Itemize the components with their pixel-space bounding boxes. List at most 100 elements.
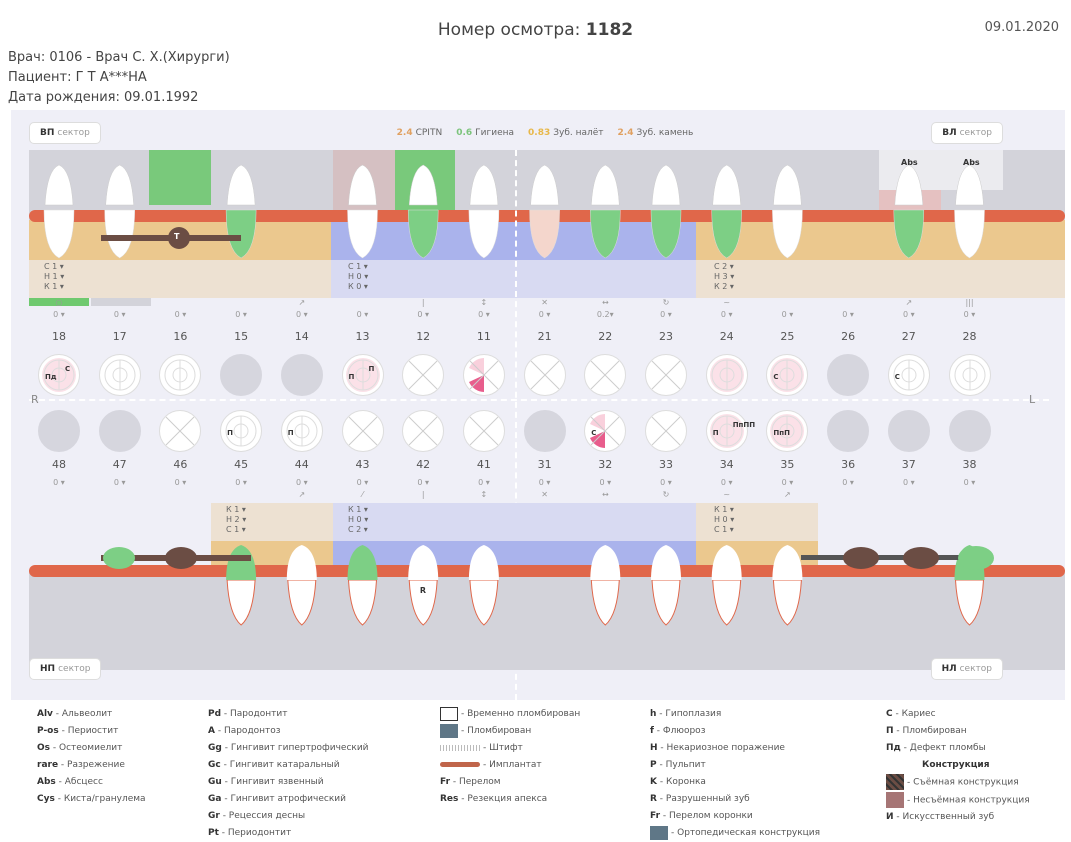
- upper-tooth-number[interactable]: 11: [454, 330, 514, 343]
- upper-tooth-number[interactable]: 24: [697, 330, 757, 343]
- lower-tooth-number[interactable]: 36: [818, 458, 878, 471]
- upper-tooth-number[interactable]: 22: [575, 330, 635, 343]
- lower-depth-value[interactable]: 0 ▾: [515, 478, 575, 487]
- lower-tooth-number[interactable]: 34: [697, 458, 757, 471]
- lower-tooth-number[interactable]: 33: [636, 458, 696, 471]
- lower-depth-value[interactable]: 0 ▾: [272, 478, 332, 487]
- tooth-surface-diagram[interactable]: П: [220, 410, 262, 452]
- lower-depth-value[interactable]: 0 ▾: [333, 478, 393, 487]
- upper-depth-value[interactable]: 0 ▾: [940, 310, 1000, 319]
- upper-tooth-number[interactable]: 26: [818, 330, 878, 343]
- lower-depth-value[interactable]: 0 ▾: [150, 478, 210, 487]
- measure-value[interactable]: С 1 ▾: [714, 525, 734, 535]
- upper-tooth-number[interactable]: 27: [879, 330, 939, 343]
- upper-depth-value[interactable]: 0 ▾: [515, 310, 575, 319]
- lower-depth-value[interactable]: 0 ▾: [697, 478, 757, 487]
- tooth-surface-diagram[interactable]: [524, 354, 566, 396]
- lower-depth-value[interactable]: 0 ▾: [757, 478, 817, 487]
- upper-depth-value[interactable]: 0 ▾: [333, 310, 393, 319]
- tooth-surface-diagram[interactable]: [159, 354, 201, 396]
- measure-value[interactable]: К 1 ▾: [714, 505, 734, 515]
- tooth-surface-diagram[interactable]: [38, 410, 80, 452]
- upper-depth-value[interactable]: 0.2▾: [575, 310, 635, 319]
- upper-tooth-number[interactable]: 16: [150, 330, 210, 343]
- tooth-surface-diagram[interactable]: [827, 410, 869, 452]
- tooth-surface-diagram[interactable]: [524, 410, 566, 452]
- upper-depth-value[interactable]: 0 ▾: [29, 310, 89, 319]
- tooth-surface-diagram[interactable]: ПпП: [766, 410, 808, 452]
- lower-tooth-number[interactable]: 37: [879, 458, 939, 471]
- tooth-surface-diagram[interactable]: [281, 354, 323, 396]
- lower-depth-value[interactable]: 0 ▾: [636, 478, 696, 487]
- measure-value[interactable]: Н 0 ▾: [714, 515, 734, 525]
- tooth-surface-diagram[interactable]: [645, 410, 687, 452]
- upper-depth-value[interactable]: 0 ▾: [393, 310, 453, 319]
- tooth-surface-diagram[interactable]: С: [766, 354, 808, 396]
- tooth-surface-diagram[interactable]: [706, 354, 748, 396]
- measure-value[interactable]: К 0 ▾: [348, 282, 368, 292]
- lower-depth-value[interactable]: 0 ▾: [211, 478, 271, 487]
- measure-value[interactable]: С 2 ▾: [348, 525, 368, 535]
- lower-tooth-number[interactable]: 47: [90, 458, 150, 471]
- lower-tooth-number[interactable]: 45: [211, 458, 271, 471]
- lower-tooth-number[interactable]: 32: [575, 458, 635, 471]
- upper-tooth-number[interactable]: 13: [333, 330, 393, 343]
- upper-depth-value[interactable]: 0 ▾: [211, 310, 271, 319]
- upper-depth-value[interactable]: 0 ▾: [90, 310, 150, 319]
- upper-tooth-number[interactable]: 15: [211, 330, 271, 343]
- measure-value[interactable]: С 1 ▾: [226, 525, 246, 535]
- tooth-surface-diagram[interactable]: [584, 354, 626, 396]
- lower-tooth-number[interactable]: 48: [29, 458, 89, 471]
- upper-depth-value[interactable]: 0 ▾: [272, 310, 332, 319]
- measure-value[interactable]: С 2 ▾: [714, 262, 734, 272]
- upper-tooth-number[interactable]: 14: [272, 330, 332, 343]
- tooth-surface-diagram[interactable]: [402, 410, 444, 452]
- tooth-surface-diagram[interactable]: [99, 354, 141, 396]
- lower-tooth-number[interactable]: 41: [454, 458, 514, 471]
- upper-tooth-number[interactable]: 28: [940, 330, 1000, 343]
- upper-depth-value[interactable]: 0 ▾: [757, 310, 817, 319]
- upper-depth-value[interactable]: 0 ▾: [879, 310, 939, 319]
- tooth-surface-diagram[interactable]: [159, 410, 201, 452]
- measure-value[interactable]: К 2 ▾: [714, 282, 734, 292]
- upper-tooth-number[interactable]: 23: [636, 330, 696, 343]
- lower-depth-value[interactable]: 0 ▾: [575, 478, 635, 487]
- measure-value[interactable]: К 1 ▾: [348, 505, 368, 515]
- measure-value[interactable]: Н 1 ▾: [44, 272, 64, 282]
- tooth-surface-diagram[interactable]: [220, 354, 262, 396]
- measure-value[interactable]: С 1 ▾: [348, 262, 368, 272]
- upper-depth-value[interactable]: 0 ▾: [150, 310, 210, 319]
- tooth-surface-diagram[interactable]: [827, 354, 869, 396]
- lower-depth-value[interactable]: 0 ▾: [940, 478, 1000, 487]
- tooth-surface-diagram[interactable]: П: [281, 410, 323, 452]
- upper-depth-value[interactable]: 0 ▾: [818, 310, 878, 319]
- upper-tooth-number[interactable]: 21: [515, 330, 575, 343]
- lower-depth-value[interactable]: 0 ▾: [454, 478, 514, 487]
- upper-tooth-number[interactable]: 25: [757, 330, 817, 343]
- tooth-surface-diagram[interactable]: [402, 354, 444, 396]
- lower-tooth-number[interactable]: 44: [272, 458, 332, 471]
- upper-tooth-number[interactable]: 17: [90, 330, 150, 343]
- measure-value[interactable]: К 1 ▾: [44, 282, 64, 292]
- lower-tooth-number[interactable]: 35: [757, 458, 817, 471]
- tooth-surface-diagram[interactable]: [99, 410, 141, 452]
- upper-tooth-number[interactable]: 18: [29, 330, 89, 343]
- upper-depth-value[interactable]: 0 ▾: [636, 310, 696, 319]
- lower-depth-value[interactable]: 0 ▾: [879, 478, 939, 487]
- lower-depth-value[interactable]: 0 ▾: [818, 478, 878, 487]
- measure-value[interactable]: Н 2 ▾: [226, 515, 246, 525]
- lower-tooth-number[interactable]: 43: [333, 458, 393, 471]
- upper-depth-value[interactable]: 0 ▾: [454, 310, 514, 319]
- upper-depth-value[interactable]: 0 ▾: [697, 310, 757, 319]
- tooth-surface-diagram[interactable]: С: [584, 410, 626, 452]
- measure-value[interactable]: К 1 ▾: [226, 505, 246, 515]
- measure-value[interactable]: Н 0 ▾: [348, 515, 368, 525]
- lower-tooth-number[interactable]: 42: [393, 458, 453, 471]
- tooth-surface-diagram[interactable]: [645, 354, 687, 396]
- measure-value[interactable]: С 1 ▾: [44, 262, 64, 272]
- tooth-surface-diagram[interactable]: [949, 410, 991, 452]
